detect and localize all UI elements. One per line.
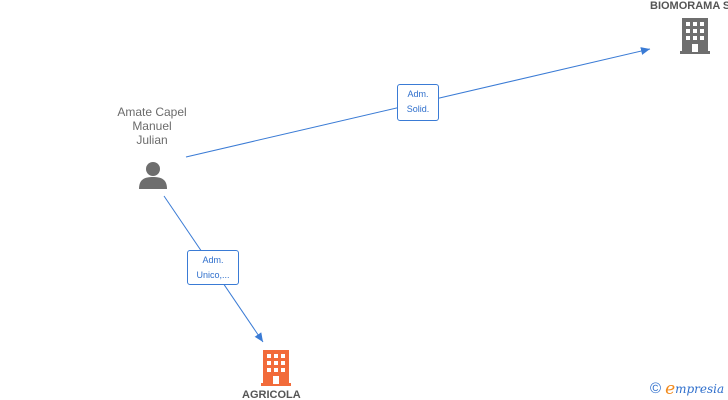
building-icon[interactable] (680, 18, 710, 54)
company-bottom-name[interactable]: AGRICOLA (242, 389, 301, 400)
copyright-symbol: © (650, 380, 662, 397)
building-icon[interactable] (261, 350, 291, 386)
person-icon[interactable] (138, 160, 168, 190)
person-name[interactable]: Amate Capel Manuel Julian (117, 105, 187, 147)
brand-name: mpresia (675, 382, 725, 396)
empresia-logo: © e mpresia (650, 380, 724, 398)
edge-label-adm-unico[interactable]: Adm. Unico,... (187, 250, 239, 285)
company-top-name[interactable]: BIOMORAMA S (650, 0, 728, 12)
brand-initial: e (665, 379, 676, 399)
edge-label-adm-solid[interactable]: Adm. Solid. (397, 84, 439, 121)
